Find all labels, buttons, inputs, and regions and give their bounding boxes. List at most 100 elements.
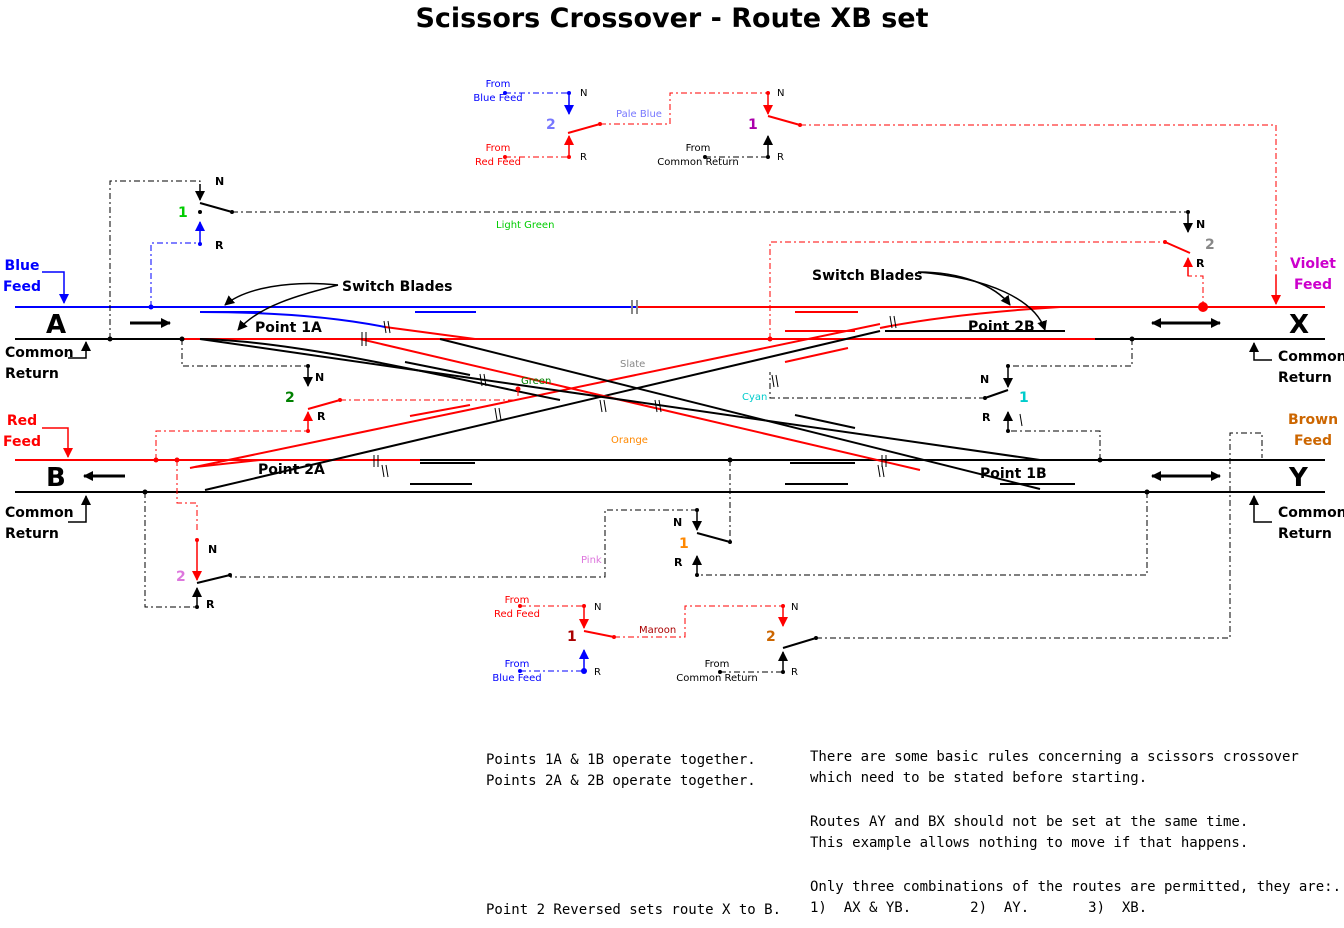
svg-text:Blue Feed: Blue Feed (492, 673, 541, 684)
track-rails (15, 300, 1325, 493)
svg-text:2: 2 (285, 390, 295, 406)
page-title: Scissors Crossover - Route XB set (415, 3, 928, 34)
switch-blades-label-left: Switch Blades (342, 279, 452, 295)
wire-labels: Light Green Slate Green Cyan Orange Pink… (496, 109, 767, 636)
svg-text:2: 2 (1205, 237, 1215, 253)
point-1a-label: Point 1A (255, 320, 322, 336)
svg-text:Return: Return (1278, 370, 1332, 386)
svg-text:2: 2 (176, 569, 186, 585)
svg-text:Pale Blue: Pale Blue (616, 109, 662, 120)
note-pair-2: Points 2A & 2B operate together. (486, 773, 756, 789)
svg-text:Return: Return (1278, 526, 1332, 542)
insulated-joints (361, 315, 1023, 478)
svg-text:Common Return: Common Return (676, 673, 757, 684)
svg-text:N: N (580, 88, 587, 99)
rule-line-3: Routes AY and BX should not be set at th… (810, 814, 1248, 830)
svg-text:R: R (580, 152, 587, 163)
switches (196, 115, 1191, 649)
svg-text:From: From (505, 595, 530, 606)
wiring (109, 92, 1277, 673)
svg-text:1: 1 (748, 117, 758, 133)
svg-text:Maroon: Maroon (639, 625, 676, 636)
rule-line-6: 1) AX & YB. 2) AY. 3) XB. (810, 900, 1147, 916)
svg-text:1: 1 (1019, 390, 1029, 406)
svg-text:N: N (215, 175, 224, 188)
terminal-b: B (46, 463, 66, 493)
svg-text:Red Feed: Red Feed (475, 157, 521, 168)
svg-text:Blue Feed: Blue Feed (473, 93, 522, 104)
blue-feed-label-1: Blue (5, 258, 40, 274)
svg-text:R: R (215, 239, 224, 252)
svg-text:N: N (791, 602, 798, 613)
svg-text:2: 2 (766, 629, 776, 645)
svg-text:N: N (208, 543, 217, 556)
note-reverse: Point 2 Reversed sets route X to B. (486, 902, 781, 918)
rule-line-1: There are some basic rules concerning a … (810, 749, 1299, 765)
switch-contacts (192, 93, 1281, 672)
svg-text:R: R (594, 667, 601, 678)
violet-feed-label-1: Violet (1290, 256, 1336, 272)
point-2b-label: Point 2B (968, 319, 1035, 335)
svg-text:R: R (206, 598, 215, 611)
red-feed-label-1: Red (7, 413, 37, 429)
brown-feed-label-1: Brown (1288, 412, 1338, 428)
terminal-x: X (1289, 310, 1309, 340)
svg-text:R: R (791, 667, 798, 678)
switch-blade-pointers (224, 271, 1047, 331)
terminal-y: Y (1288, 463, 1309, 493)
common-return-labels: Common Return Common Return Common Retur… (5, 345, 1344, 542)
svg-text:N: N (594, 602, 601, 613)
svg-text:Return: Return (5, 526, 59, 542)
svg-text:R: R (982, 411, 991, 424)
common-return-arrows (68, 341, 1272, 523)
rule-line-2: which need to be stated before starting. (810, 770, 1147, 786)
svg-text:Orange: Orange (611, 435, 648, 446)
svg-text:1: 1 (679, 536, 689, 552)
svg-text:1: 1 (567, 629, 577, 645)
svg-text:From: From (505, 659, 530, 670)
svg-text:R: R (317, 410, 326, 423)
red-feed-arrow (42, 427, 73, 458)
svg-text:Red Feed: Red Feed (494, 609, 540, 620)
svg-text:From: From (486, 79, 511, 90)
brown-feed-label-2: Feed (1294, 433, 1332, 449)
svg-text:From: From (705, 659, 730, 670)
svg-text:N: N (980, 373, 989, 386)
point-2a-label: Point 2A (258, 462, 325, 478)
direction-arrows (83, 318, 1221, 481)
rule-line-4: This example allows nothing to move if t… (810, 835, 1248, 851)
svg-text:N: N (673, 516, 682, 529)
svg-text:2: 2 (546, 117, 556, 133)
svg-text:N: N (315, 371, 324, 384)
svg-text:N: N (1196, 218, 1205, 231)
svg-text:Return: Return (5, 366, 59, 382)
switch-numbers: 1 2 2 1 2 1 1 2 1 2 (176, 117, 1215, 645)
svg-text:R: R (674, 556, 683, 569)
svg-text:Slate: Slate (620, 359, 645, 370)
svg-text:Common Return: Common Return (657, 157, 738, 168)
svg-text:R: R (777, 152, 784, 163)
svg-text:Cyan: Cyan (742, 392, 767, 403)
source-labels: From Blue Feed From Red Feed From Common… (473, 79, 757, 684)
svg-text:Light Green: Light Green (496, 220, 554, 231)
svg-text:Green: Green (521, 376, 551, 387)
rule-line-5: Only three combinations of the routes ar… (810, 879, 1341, 895)
violet-feed-label-2: Feed (1294, 277, 1332, 293)
notes: Points 1A & 1B operate together. Points … (486, 749, 1341, 918)
switch-blades-label-right: Switch Blades (812, 268, 922, 284)
svg-text:Common: Common (5, 345, 74, 361)
svg-text:R: R (1196, 257, 1205, 270)
svg-text:Common: Common (1278, 505, 1344, 521)
svg-text:Pink: Pink (581, 555, 602, 566)
svg-text:N: N (777, 88, 784, 99)
svg-text:Common: Common (1278, 349, 1344, 365)
svg-text:From: From (486, 143, 511, 154)
junction-dots (107, 91, 1208, 674)
switch-n-r-marks: N R N R N R N R N R N R N R N R N R N R (206, 88, 1205, 678)
svg-text:1: 1 (178, 205, 188, 221)
svg-text:Common: Common (5, 505, 74, 521)
svg-text:From: From (686, 143, 711, 154)
point-1b-label: Point 1B (980, 466, 1047, 482)
blue-feed-arrow (42, 271, 69, 304)
